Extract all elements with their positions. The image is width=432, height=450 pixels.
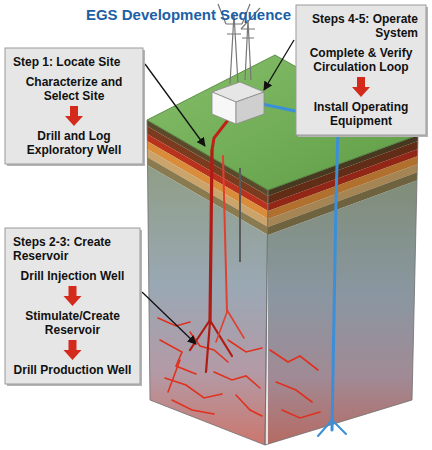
step-heading: Steps 2-3: Create Reservoir: [13, 235, 132, 263]
step-heading: Step 1: Locate Site: [13, 55, 135, 69]
leader-line: [142, 292, 196, 344]
sequence-arrow: [64, 340, 82, 360]
step-text: Characterize and Select Site: [13, 75, 135, 103]
injection-well: [318, 130, 346, 436]
leader-line: [264, 40, 294, 90]
step-item: Stimulate/Create Reservoir: [13, 309, 132, 337]
exploratory-well: [239, 168, 241, 262]
step-item: Complete & Verify Circulation Loop: [304, 46, 418, 74]
step-text: Complete & Verify Circulation Loop: [304, 46, 418, 74]
sequence-arrow: [64, 286, 82, 306]
step-item: Drill Injection Well: [13, 269, 132, 283]
fracture-network: [158, 318, 320, 418]
step-box: Steps 4-5: Operate SystemComplete & Veri…: [296, 5, 426, 135]
production-well: [190, 150, 244, 372]
leader-line: [145, 64, 205, 146]
step-heading: Steps 4-5: Operate System: [304, 12, 418, 40]
step-text: Install Operating Equipment: [304, 100, 418, 128]
step-text: Drill Production Well: [13, 363, 132, 377]
step-item: Characterize and Select Site: [13, 75, 135, 103]
sequence-arrow: [65, 106, 83, 126]
diagram-title: EGS Development Sequence: [86, 6, 291, 24]
step-item: Drill Production Well: [13, 363, 132, 377]
step-item: Drill and Log Exploratory Well: [13, 129, 135, 157]
hot-pipe: [212, 120, 228, 150]
sequence-arrow: [352, 77, 370, 97]
step-text: Stimulate/Create Reservoir: [13, 309, 132, 337]
step-text: Drill and Log Exploratory Well: [13, 129, 135, 157]
step-box: Steps 2-3: Create ReservoirDrill Injecti…: [5, 228, 140, 384]
step-item: Install Operating Equipment: [304, 100, 418, 128]
box-background: [296, 5, 426, 135]
step-box: Step 1: Locate SiteCharacterize and Sele…: [5, 48, 143, 164]
box-background: [5, 228, 140, 384]
power-plant: [212, 82, 264, 124]
step-text: Drill Injection Well: [13, 269, 132, 283]
box-background: [5, 48, 143, 164]
